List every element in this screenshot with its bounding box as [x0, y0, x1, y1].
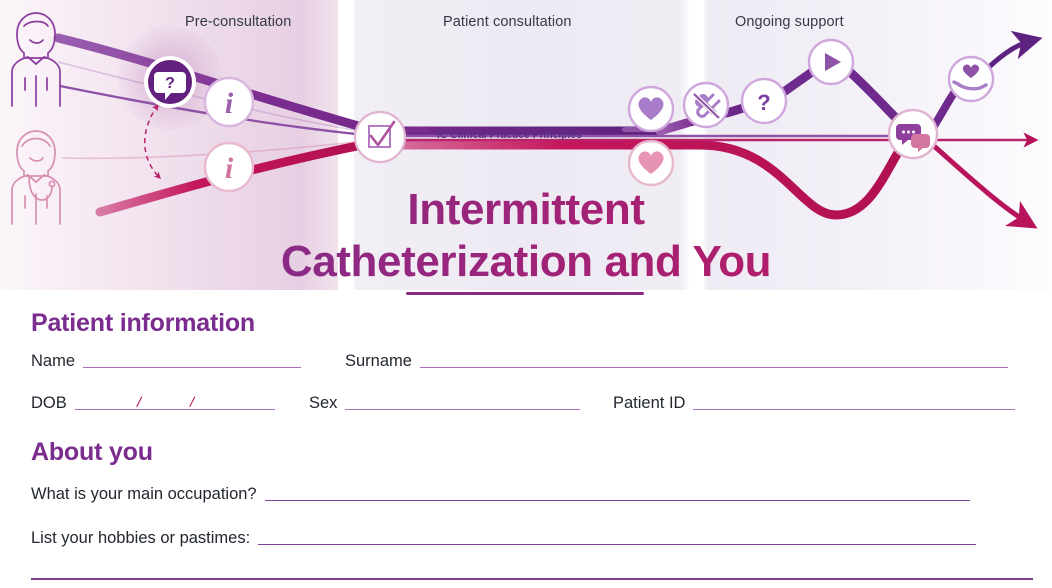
title-line-1: Intermittent [0, 184, 1052, 236]
section-heading-patient-information: Patient information [31, 309, 255, 337]
stage-label-pre-consultation: Pre-consultation [185, 14, 292, 30]
stage-label-ongoing-support: Ongoing support [735, 14, 844, 30]
svg-text:i: i [225, 87, 234, 120]
header-banner: ? i i [0, 0, 1052, 290]
field-label-dob: DOB [31, 394, 67, 412]
field-occupation[interactable]: What is your main occupation? [31, 485, 970, 504]
field-label-name: Name [31, 352, 76, 370]
ic-clinical-practice-principles-label: IC Clinical Practice Principles [437, 130, 582, 141]
field-dob[interactable]: DOB / / [31, 393, 275, 413]
page-title: Intermittent Catheterization and You [0, 184, 1052, 288]
field-name[interactable]: Name [31, 352, 302, 371]
field-rule-hobbies[interactable] [258, 543, 977, 545]
field-rule-hobbies-continuation[interactable] [31, 578, 1033, 580]
title-line-2: Catheterization and You [0, 236, 1052, 288]
svg-text:i: i [225, 152, 234, 185]
field-rule-surname[interactable] [419, 366, 1008, 368]
patient-avatar [11, 12, 61, 107]
dob-separator-2: / [188, 393, 196, 411]
field-surname[interactable]: Surname [345, 352, 1008, 371]
play-video-icon [807, 38, 855, 86]
field-patient-id[interactable]: Patient ID [613, 394, 1016, 413]
field-rule-dob[interactable]: / / [74, 393, 275, 411]
section-heading-about-you: About you [31, 438, 153, 466]
field-label-sex: Sex [309, 394, 338, 412]
hand-holding-heart-icon [947, 55, 995, 103]
stage-label-patient-consultation: Patient consultation [443, 14, 572, 30]
field-rule-sex[interactable] [345, 408, 581, 410]
svg-text:?: ? [165, 75, 175, 92]
info-icon-top: i [203, 76, 255, 128]
heart-icon-bottom [627, 139, 675, 187]
heart-icon-top [627, 85, 675, 133]
clinician-avatar [11, 130, 61, 225]
chat-bubbles-icon [887, 108, 939, 160]
dob-separator-1: / [135, 393, 143, 411]
field-label-surname: Surname [345, 352, 412, 370]
title-underline-rule [406, 292, 644, 295]
field-hobbies[interactable]: List your hobbies or pastimes: [31, 529, 977, 548]
patient-journey-flow-diagram: ? i i [11, 0, 1043, 290]
field-label-patient-id: Patient ID [613, 394, 686, 412]
svg-text:?: ? [757, 90, 770, 115]
field-rule-name[interactable] [83, 366, 302, 368]
info-icon-bottom [203, 141, 255, 193]
field-rule-patient-id[interactable] [693, 408, 1016, 410]
field-rule-occupation[interactable] [264, 499, 970, 501]
field-sex[interactable]: Sex [309, 394, 581, 413]
question-speech-bubble-icon: ? [144, 56, 196, 108]
field-label-hobbies: List your hobbies or pastimes: [31, 529, 251, 547]
no-tool-icon [682, 81, 730, 129]
checkbox-check-icon [353, 110, 407, 164]
question-mark-icon: ? [740, 77, 788, 125]
field-label-occupation: What is your main occupation? [31, 485, 257, 503]
